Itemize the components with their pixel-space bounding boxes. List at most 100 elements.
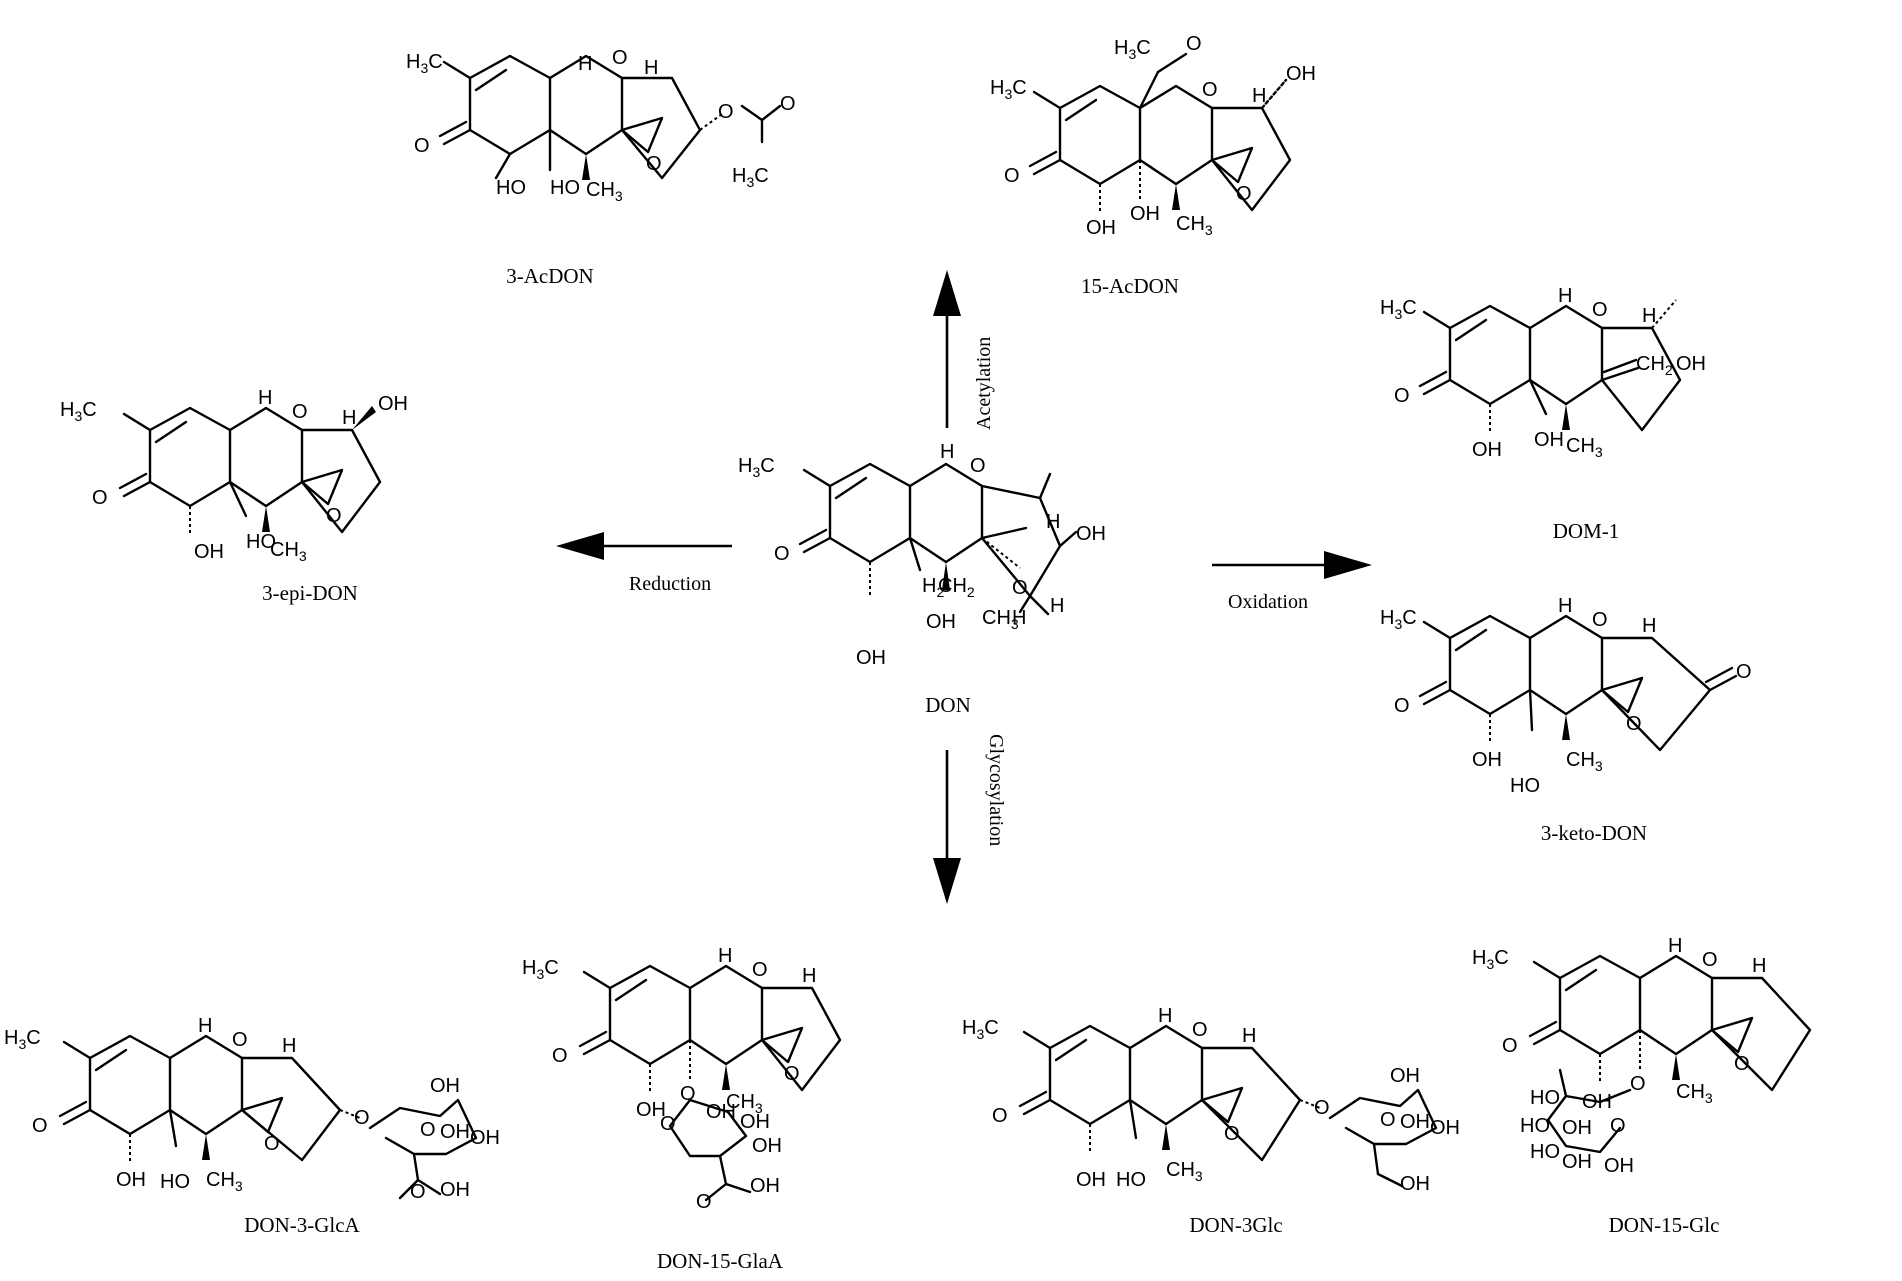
svg-text:CH3: CH3 [206,1169,243,1194]
svg-text:OH: OH [1086,217,1116,239]
structure-3-epi-don: H3C O O OH OH HO CH3 O H H [60,387,408,564]
label-3-acdon: 3-AcDON [506,264,593,288]
svg-text:O: O [410,1181,426,1203]
svg-text:CH3: CH3 [586,179,623,204]
label-3-keto-don: 3-keto-DON [1541,821,1647,845]
svg-text:OH: OH [1076,1169,1106,1191]
structure-dom-1: H3C O O OH CH2 OH OH CH3 H H [1380,285,1706,461]
svg-text:H: H [940,441,954,463]
svg-text:O: O [1592,299,1608,321]
svg-text:OH: OH [926,611,956,633]
svg-text:OH: OH [1562,1151,1592,1173]
label-don: DON [925,693,971,717]
svg-text:H3C: H3C [4,1027,41,1052]
svg-text:O: O [1380,1109,1396,1131]
structure-3-keto-don: H3C O O O OH HO CH3 O H H [1380,595,1752,797]
svg-text:HO: HO [1530,1087,1560,1109]
structure-don-3glc: H3C O O O OH HO CH3 O OH OH OH OH O H H [962,1005,1460,1195]
svg-text:OH: OH [1286,63,1316,85]
svg-text:O: O [292,401,308,423]
svg-text:O: O [420,1119,436,1141]
svg-text:O: O [1502,1035,1518,1057]
svg-text:O: O [680,1083,696,1105]
svg-text:H: H [1046,511,1060,533]
svg-text:OH: OH [116,1169,146,1191]
svg-text:H3C: H3C [732,165,769,190]
svg-text:OH: OH [1472,439,1502,461]
label-acetylation: Acetylation [973,337,995,430]
svg-text:O: O [92,487,108,509]
svg-text:OH: OH [1430,1117,1460,1139]
svg-text:HO: HO [1116,1169,1146,1191]
arrow-oxidation [1212,551,1372,579]
svg-text:OH: OH [1130,203,1160,225]
svg-text:HO: HO [1530,1141,1560,1163]
svg-text:H3C: H3C [962,1017,999,1042]
svg-text:H: H [1668,935,1682,957]
svg-text:CH3: CH3 [1566,749,1603,774]
svg-text:H: H [1642,615,1656,637]
svg-text:O: O [780,93,796,115]
svg-text:OH: OH [378,393,408,415]
svg-text:O: O [1626,713,1642,735]
svg-text:OH: OH [1582,1091,1612,1113]
arrow-acetylation [933,270,961,428]
svg-text:O: O [552,1045,568,1067]
svg-text:H3C: H3C [1380,607,1417,632]
svg-text:H3C: H3C [522,957,559,982]
svg-text:O: O [1192,1019,1208,1041]
svg-text:O: O [1202,79,1218,101]
svg-text:H3C: H3C [406,51,443,76]
label-don-15-glaa: DON-15-GlaA [657,1249,784,1273]
svg-text:H3C: H3C [1380,297,1417,322]
svg-text:OH: OH [1562,1117,1592,1139]
svg-text:O: O [232,1029,248,1051]
svg-text:OH: OH [1472,749,1502,771]
svg-text:O: O [1394,385,1410,407]
svg-text:H: H [802,965,816,987]
svg-text:O: O [774,543,790,565]
svg-text:H: H [1242,1025,1256,1047]
svg-text:O: O [660,1113,676,1135]
label-glycosylation: Glycosylation [985,734,1007,846]
svg-text:H3C: H3C [60,399,97,424]
svg-text:O: O [1004,165,1020,187]
svg-text:HO: HO [550,177,580,199]
svg-text:OH: OH [470,1127,500,1149]
svg-text:O: O [696,1191,712,1213]
svg-text:OH: OH [194,541,224,563]
svg-text:OH: OH [636,1099,666,1121]
svg-text:CH3: CH3 [1166,1159,1203,1184]
svg-text:O: O [1734,1053,1750,1075]
svg-text:OH: OH [752,1135,782,1157]
svg-text:OH: OH [740,1111,770,1133]
svg-text:OH: OH [1076,523,1106,545]
svg-text:CH3: CH3 [270,539,307,564]
svg-text:O: O [1186,33,1202,55]
svg-text:O: O [970,455,986,477]
svg-text:H: H [342,407,356,429]
svg-text:OH: OH [1400,1111,1430,1133]
svg-text:O: O [646,153,662,175]
svg-text:OH: OH [430,1075,460,1097]
svg-text:O: O [1610,1115,1626,1137]
svg-text:OH: OH [706,1101,736,1123]
label-reduction: Reduction [629,573,711,595]
svg-text:H3C: H3C [1472,947,1509,972]
svg-text:O: O [1736,661,1752,683]
svg-text:OH: OH [1534,429,1564,451]
label-oxidation: Oxidation [1228,591,1308,613]
svg-text:OH: OH [1604,1155,1634,1177]
svg-text:CH3: CH3 [1176,213,1213,238]
svg-text:H: H [258,387,272,409]
svg-text:O: O [752,959,768,981]
svg-text:O: O [1394,695,1410,717]
svg-text:H3C: H3C [990,77,1027,102]
svg-text:CH2: CH2 [938,575,975,600]
svg-text:H: H [1050,595,1064,617]
label-dom-1: DOM-1 [1553,519,1620,543]
svg-text:O: O [1012,577,1028,599]
structure-15-acdon: H3C O H3C O O OH OH OH CH3 O H [990,33,1316,239]
svg-text:H: H [1252,85,1266,107]
svg-text:CH3: CH3 [1566,435,1603,460]
